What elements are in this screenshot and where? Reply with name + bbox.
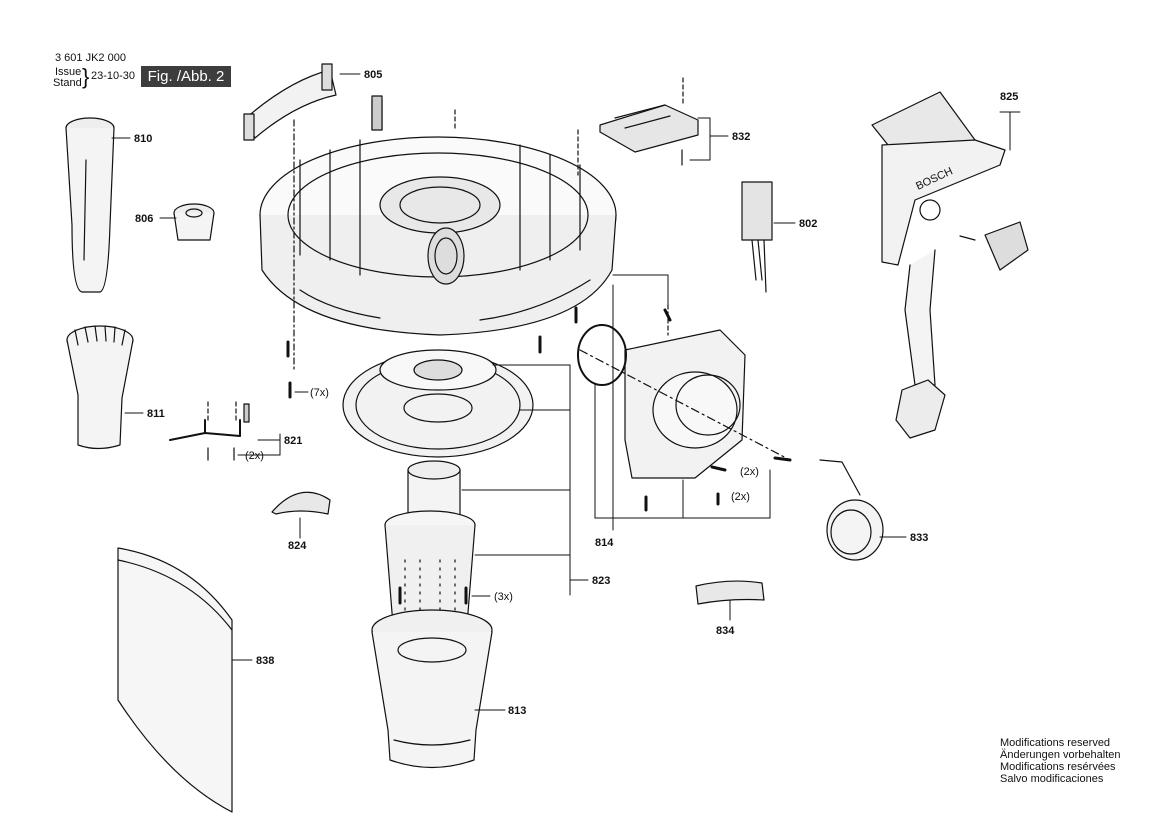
label-821: 821 bbox=[284, 435, 302, 447]
part-834-seal bbox=[695, 580, 765, 605]
label-833: 833 bbox=[910, 532, 928, 544]
label-834: 834 bbox=[716, 625, 735, 637]
part-824-seal bbox=[271, 491, 331, 515]
qty-2x-a: (2x) bbox=[740, 466, 759, 478]
label-802: 802 bbox=[799, 218, 817, 230]
label-814: 814 bbox=[595, 537, 614, 549]
note-line-3: Modifications resérvées bbox=[1000, 761, 1116, 773]
label-805: 805 bbox=[364, 69, 382, 81]
modifications-note: Modifications reserved Änderungen vorbeh… bbox=[1000, 737, 1120, 785]
part-805-strap bbox=[243, 63, 337, 141]
part-811-brush-nozzle bbox=[66, 325, 134, 450]
label-810: 810 bbox=[134, 133, 152, 145]
qty-2x-b: (2x) bbox=[731, 491, 750, 503]
label-838: 838 bbox=[256, 655, 274, 667]
qty-821: (2x) bbox=[245, 450, 264, 462]
label-823: 823 bbox=[592, 575, 610, 587]
part-housing-top bbox=[259, 95, 617, 336]
part-810-crevice-tube bbox=[65, 117, 115, 293]
label-806: 806 bbox=[135, 213, 153, 225]
label-813: 813 bbox=[508, 705, 526, 717]
issue-label: Issue bbox=[55, 66, 82, 78]
part-802-circuit-board bbox=[741, 181, 773, 293]
part-832-switch bbox=[599, 77, 699, 166]
label-824: 824 bbox=[288, 540, 307, 552]
part-833-cap bbox=[819, 459, 884, 561]
leader-lines bbox=[111, 73, 1021, 711]
label-832: 832 bbox=[732, 131, 750, 143]
part-806-adapter bbox=[173, 203, 215, 241]
part-821-bracket bbox=[169, 401, 250, 461]
note-line-4: Salvo modificaciones bbox=[1000, 773, 1104, 785]
part-838-filter-bag bbox=[117, 547, 233, 813]
qty-3x: (3x) bbox=[494, 591, 513, 603]
doc-number: 3 601 JK2 000 bbox=[55, 52, 126, 64]
note-line-1: Modifications reserved bbox=[1000, 737, 1111, 749]
part-825-handle bbox=[871, 91, 1029, 439]
part-813-container bbox=[371, 609, 493, 769]
issue-date: 23-10-30 bbox=[91, 70, 136, 82]
brace: } bbox=[82, 64, 90, 89]
label-825: 825 bbox=[1000, 91, 1018, 103]
part-filter-disc bbox=[342, 349, 534, 458]
qty-7x: (7x) bbox=[310, 387, 329, 399]
figure-badge: Fig. /Abb. 2 bbox=[141, 66, 231, 87]
stand-label: Stand bbox=[53, 77, 82, 89]
part-814-cover bbox=[286, 304, 792, 605]
note-line-2: Änderungen vorbehalten bbox=[1000, 749, 1121, 761]
label-811: 811 bbox=[147, 408, 165, 420]
